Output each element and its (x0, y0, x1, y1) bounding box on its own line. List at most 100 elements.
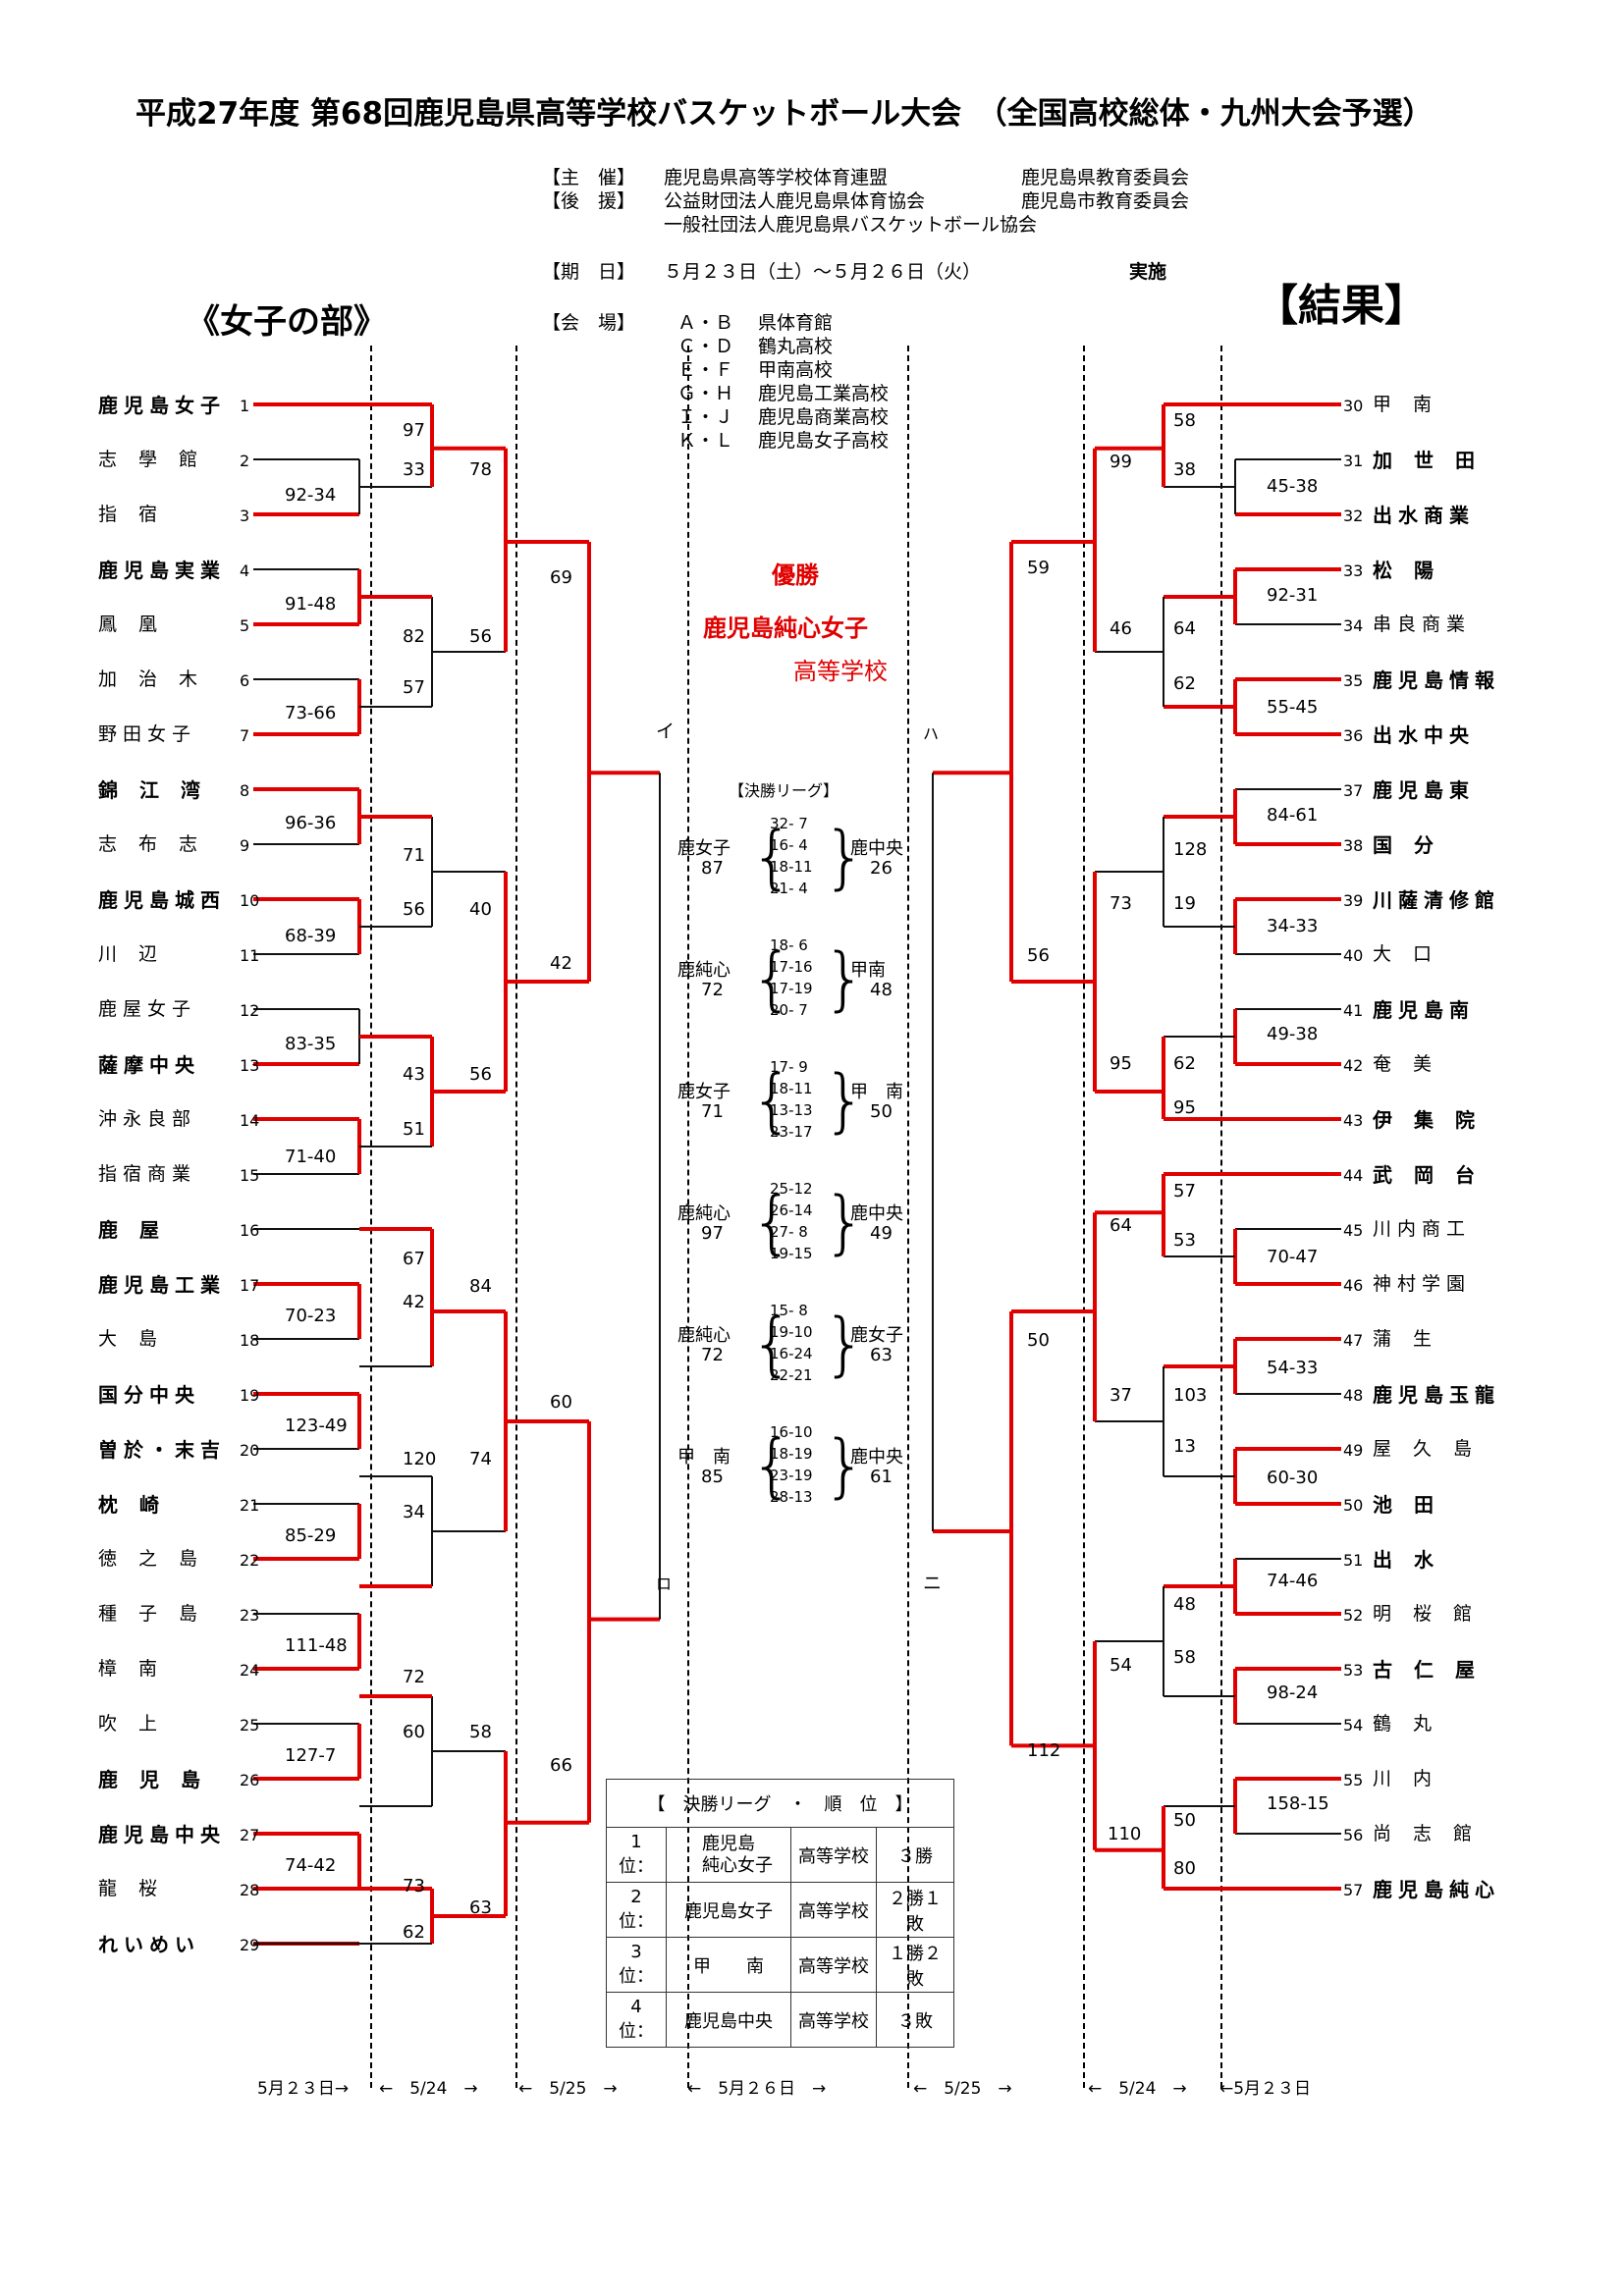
team-seed: 39 (1343, 891, 1364, 910)
team-seed: 52 (1343, 1606, 1364, 1625)
team-seed: 18 (240, 1331, 260, 1350)
team-name: 鹿児島実業 (98, 559, 226, 582)
team-name: 指宿商業 (98, 1163, 197, 1185)
result-title: 【結果】 (1255, 281, 1428, 331)
league-brace: { (750, 938, 794, 1019)
team-name: 志學館 (98, 449, 220, 470)
league-score-b: 50 (870, 1101, 893, 1122)
ranking-record: ３敗 (876, 1992, 954, 2048)
team-seed: 16 (240, 1221, 260, 1240)
team-seed: 13 (240, 1056, 260, 1075)
page-title: 平成27年度 第68回鹿児島県高等学校バスケットボール大会 （全国高校総体・九州… (135, 96, 1434, 132)
round-separator (370, 346, 372, 2088)
team-name: 鹿児島南 (1373, 998, 1475, 1022)
date-bar-label: ← 5/25 → (913, 2079, 1012, 2099)
score-label: 19 (1173, 893, 1196, 914)
ranking-type: 高等学校 (790, 1992, 877, 2048)
team-seed: 50 (1343, 1496, 1364, 1515)
team-seed: 3 (240, 507, 250, 525)
organizer-host2: 鹿児島県教育委員会 (1021, 167, 1190, 188)
team-name: 伊集院 (1373, 1108, 1496, 1132)
team-name: 鹿児島城西 (98, 888, 226, 912)
team-name: 鶴丸 (1373, 1713, 1454, 1735)
score-label: 55-45 (1267, 697, 1319, 718)
team-name: 明桜館 (1373, 1603, 1494, 1625)
team-name: 鹿児島工業 (98, 1273, 226, 1297)
champion-name: 鹿児島純心女子 (703, 614, 868, 642)
team-name: 大口 (1373, 943, 1454, 965)
team-name: 出水商業 (1373, 504, 1475, 527)
team-name: 鹿児島 (98, 1768, 222, 1791)
round-separator (1083, 346, 1085, 2088)
league-brace: } (823, 1182, 867, 1262)
score-label: 50 (1027, 1330, 1050, 1351)
ranking-table: 【 決勝リーグ ・ 順 位 】 1 位： 鹿児島 純心女子 高等学校 ３勝 2 … (606, 1779, 954, 2048)
score-label: 63 (469, 1897, 492, 1918)
round-separator (687, 346, 689, 2088)
team-seed: 15 (240, 1166, 260, 1185)
team-name: 鹿児島純心 (1373, 1878, 1500, 1901)
league-score-b: 61 (870, 1467, 893, 1487)
league-score-a: 72 (701, 980, 724, 1000)
team-seed: 53 (1343, 1661, 1364, 1680)
team-seed: 41 (1343, 1001, 1364, 1020)
score-label: 38 (1173, 459, 1196, 480)
ranking-row: 4 位： 鹿児島中央 高等学校 ３敗 (606, 1992, 954, 2048)
ranking-type: 高等学校 (790, 1882, 877, 1938)
league-team-b: 甲 南 (850, 1082, 903, 1102)
score-label: 51 (403, 1119, 425, 1140)
team-seed: 29 (240, 1936, 260, 1954)
team-seed: 32 (1343, 507, 1364, 525)
organizer-host1: 鹿児島県高等学校体育連盟 (664, 167, 889, 188)
team-seed: 46 (1343, 1276, 1364, 1295)
ranking-place: 2 位： (606, 1882, 667, 1938)
score-label: 60-30 (1267, 1468, 1319, 1488)
team-name: 川辺 (98, 943, 180, 965)
team-name: 鳳凰 (98, 614, 180, 635)
score-label: 40 (469, 899, 492, 920)
team-name: 尚志館 (1373, 1823, 1494, 1844)
team-seed: 27 (240, 1826, 260, 1844)
score-label: 73 (403, 1876, 425, 1896)
league-period-score: 15- 8 (770, 1302, 808, 1319)
team-seed: 17 (240, 1276, 260, 1295)
score-label: 99 (1110, 452, 1132, 472)
team-seed: 56 (1343, 1826, 1364, 1844)
score-label: 48 (1173, 1594, 1196, 1615)
league-period-score: 28-13 (770, 1488, 813, 1506)
organizer-support1: 公益財団法人鹿児島県体育協会 (664, 190, 926, 212)
team-seed: 21 (240, 1496, 260, 1515)
venue-label: 【会 場】 (542, 312, 636, 334)
score-label: 56 (403, 899, 425, 920)
team-name: 松陽 (1373, 559, 1455, 582)
league-score-b: 49 (870, 1223, 893, 1244)
score-label: 68-39 (285, 926, 337, 946)
score-label: 69 (550, 567, 572, 588)
score-label: 74-42 (285, 1855, 337, 1876)
score-label: 42 (403, 1292, 425, 1312)
score-label: 78 (469, 459, 492, 480)
team-seed: 9 (240, 836, 250, 855)
ranking-record: ２勝１敗 (876, 1882, 954, 1938)
team-seed: 55 (1343, 1771, 1364, 1789)
team-seed: 51 (1343, 1551, 1364, 1570)
team-seed: 34 (1343, 616, 1364, 635)
champion-suffix: 高等学校 (793, 658, 888, 685)
score-label: 73-66 (285, 703, 337, 723)
league-period-score: 18-11 (770, 858, 813, 876)
team-name: 鹿児島女子 (98, 394, 226, 417)
team-name: 出水中央 (1373, 723, 1475, 747)
team-name: 枕崎 (98, 1493, 181, 1517)
ranking-type: 高等学校 (790, 1937, 877, 1993)
score-label: 64 (1173, 618, 1196, 639)
team-seed: 19 (240, 1386, 260, 1405)
team-seed: 45 (1343, 1221, 1364, 1240)
ranking-school: 鹿児島女子 (666, 1882, 791, 1938)
venue-courts: Ｃ・Ｄ (677, 336, 734, 357)
ranking-school: 鹿児島中央 (666, 1992, 791, 2048)
ranking-record: １勝２敗 (876, 1937, 954, 1993)
league-team-b: 鹿女子 (850, 1325, 903, 1346)
team-seed: 35 (1343, 671, 1364, 690)
team-name: 鹿児島情報 (1373, 668, 1500, 692)
